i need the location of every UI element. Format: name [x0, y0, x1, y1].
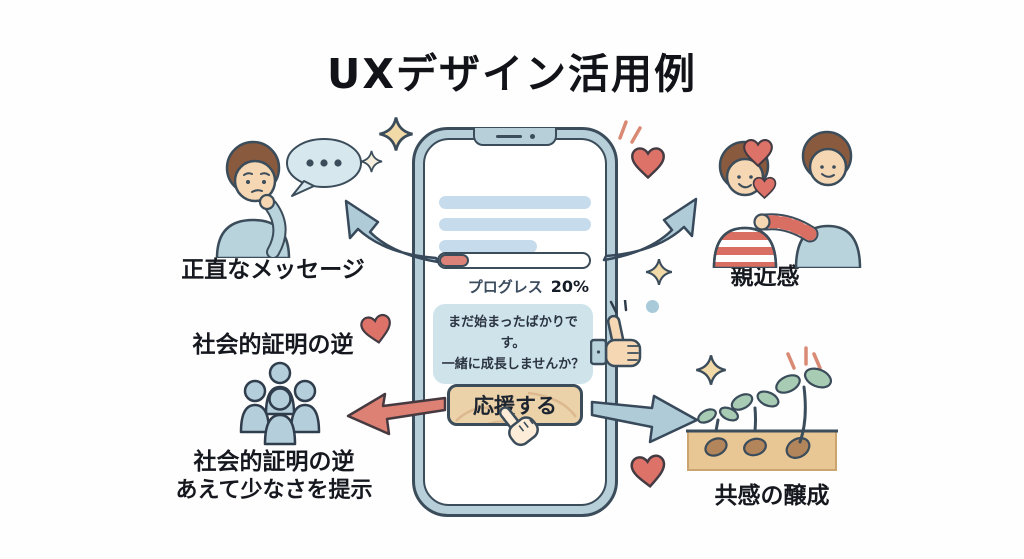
- sparkle-icon: [379, 117, 413, 151]
- hand-cursor-icon: [498, 406, 539, 447]
- arrow-to-social-proof: [346, 392, 447, 436]
- sparkle-icon: [360, 150, 383, 173]
- arrow-to-honest-message: [344, 199, 440, 264]
- label-social-proof-top: 社会的証明の逆: [192, 332, 354, 358]
- heart-icon: [360, 313, 391, 344]
- group-of-people-icon: [239, 361, 321, 446]
- app-message-bubble: まだ始まったばかりです。 一緒に成長しませんか？: [433, 304, 593, 396]
- page-title: UXデザイン活用例: [327, 50, 697, 98]
- support-button-label: 応援する: [473, 394, 557, 418]
- label-social-proof-bottom: 社会的証明の逆: [193, 449, 355, 475]
- decorative-dot: [646, 300, 659, 313]
- arrow-to-familiarity: [602, 197, 698, 262]
- speaker-slot-icon: [495, 134, 522, 138]
- skeleton-text-bar: [439, 196, 591, 209]
- progress-fill: [439, 254, 469, 267]
- progress-label-text: プログレス: [467, 278, 543, 296]
- label-familiarity: 親近感: [730, 264, 800, 290]
- sparkle-icon: [696, 355, 726, 385]
- shoulder-pat-couple-icon: [712, 130, 862, 268]
- bubble-line-1: まだ始まったばかりです。: [448, 315, 578, 351]
- heart-icon: [752, 176, 777, 199]
- skeleton-text-bar: [439, 218, 591, 231]
- thumbs-up-icon: [590, 300, 642, 368]
- label-scarcity-hint: あえて少なさを提示: [175, 478, 373, 503]
- heart-icon: [631, 147, 665, 179]
- sprouts-growth-icon: [686, 346, 838, 471]
- progress-label: プログレス 20%: [468, 276, 589, 297]
- heart-icon: [743, 139, 773, 167]
- skeleton-text-bar: [439, 240, 537, 253]
- progress-bar: [437, 252, 591, 269]
- camera-dot-icon: [529, 133, 535, 139]
- arrow-to-empathy: [590, 394, 699, 444]
- emphasis-marks-icon: [618, 120, 642, 144]
- smartphone-illustration: プログレス 20% まだ始まったばかりです。 一緒に成長しませんか？ 応援する: [412, 127, 618, 517]
- bubble-line-2: 一緒に成長しませんか？: [441, 356, 585, 372]
- label-empathy: 共感の醸成: [714, 483, 830, 509]
- phone-notch: [473, 128, 557, 146]
- progress-value: 20%: [550, 277, 589, 296]
- speech-dots-bubble-icon: [286, 138, 362, 197]
- thinking-person-icon: [215, 140, 291, 258]
- sparkle-icon: [645, 258, 673, 286]
- heart-icon: [630, 454, 666, 488]
- label-honest-message: 正直なメッセージ: [181, 257, 365, 283]
